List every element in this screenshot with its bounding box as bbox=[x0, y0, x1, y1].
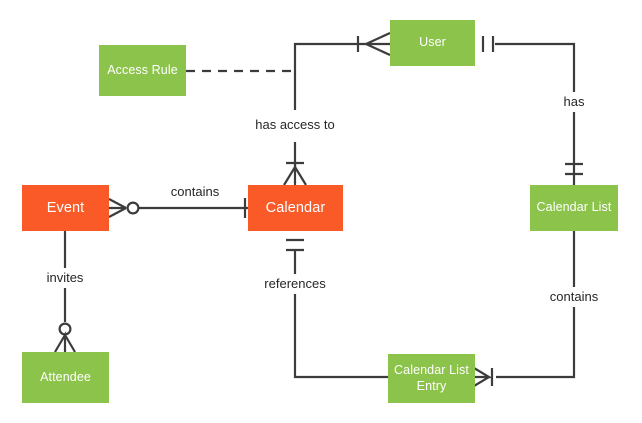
edge-label-contains-calendar: contains bbox=[167, 184, 223, 200]
entity-event-label: Event bbox=[46, 199, 85, 216]
entity-calendar-list-entry[interactable]: Calendar List Entry bbox=[388, 354, 475, 403]
marker-cle-right-crow bbox=[473, 367, 493, 387]
entity-user[interactable]: User bbox=[390, 20, 475, 66]
marker-attendee-crow bbox=[54, 330, 76, 353]
edge-has-access-to bbox=[293, 42, 371, 110]
edge-label-invites: invites bbox=[43, 270, 87, 286]
entity-access-rule[interactable]: Access Rule bbox=[99, 45, 186, 96]
marker-event-right-crow bbox=[108, 198, 127, 218]
edge-label-has: has bbox=[560, 94, 588, 110]
entity-user-label: User bbox=[419, 35, 446, 50]
edge-contains-entry-lower bbox=[496, 307, 576, 379]
entity-calendar-list-entry-label: Calendar List Entry bbox=[394, 362, 469, 393]
edge-label-references: references bbox=[261, 276, 329, 292]
edge-label-contains-entry: contains bbox=[546, 289, 602, 305]
edge-has bbox=[495, 42, 576, 92]
marker-attendee-circle bbox=[58, 322, 72, 336]
entity-event[interactable]: Event bbox=[22, 185, 109, 231]
entity-calendar-list-label: Calendar List bbox=[536, 200, 612, 215]
edge-label-has-access-to: has access to bbox=[252, 117, 338, 133]
marker-event-right-circle bbox=[126, 201, 140, 215]
entity-calendar-label: Calendar bbox=[265, 199, 326, 216]
marker-calendar-top-crow bbox=[283, 163, 307, 186]
entity-attendee-label: Attendee bbox=[40, 369, 91, 384]
entity-attendee[interactable]: Attendee bbox=[22, 352, 109, 403]
edge-references-lower bbox=[293, 294, 388, 379]
entity-calendar[interactable]: Calendar bbox=[248, 185, 343, 231]
entity-calendar-list[interactable]: Calendar List bbox=[530, 185, 618, 231]
entity-access-rule-label: Access Rule bbox=[107, 62, 178, 77]
marker-user-left-crow bbox=[365, 32, 391, 56]
